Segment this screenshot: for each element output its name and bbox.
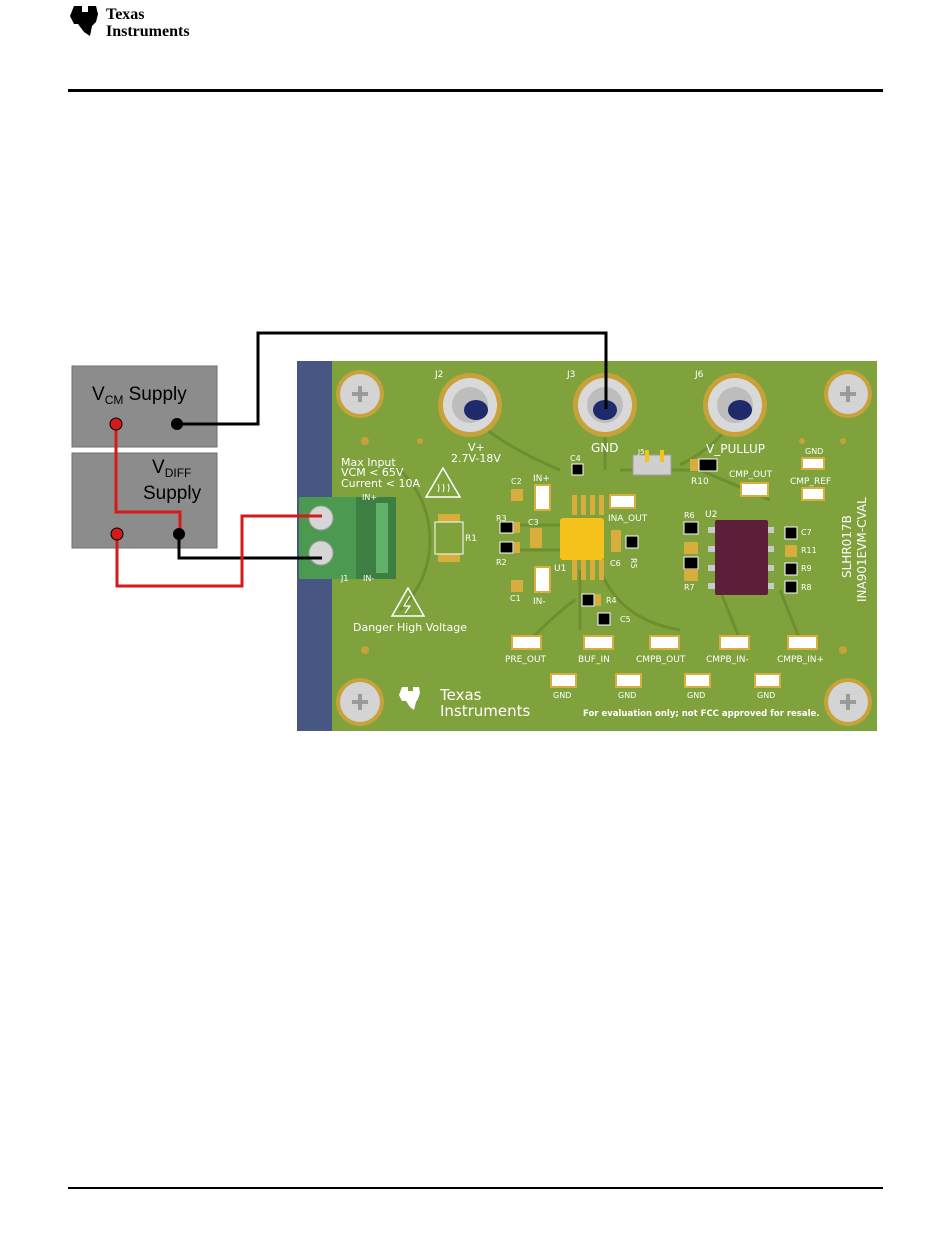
label-j1: J1 [340, 574, 348, 583]
board-logo-line2: Instruments [440, 702, 531, 720]
label-j5: J5 [637, 448, 645, 456]
label-j6: J6 [694, 370, 704, 380]
label-c2: C2 [511, 477, 522, 486]
vdiff-negative-terminal [173, 528, 185, 540]
mount-hole-bl [336, 678, 384, 726]
logo-line1: Texas [106, 6, 145, 23]
tp-gnd-2: GND [618, 691, 636, 700]
tp-cmpb-in-plus: CMPB_IN+ [777, 655, 824, 665]
label-u1: U1 [554, 564, 566, 574]
label-j2: J2 [434, 370, 443, 380]
jack-j6 [703, 373, 767, 437]
mount-hole-tl [336, 370, 384, 418]
footer-rule [68, 1187, 883, 1189]
label-u2: U2 [705, 510, 717, 520]
tp-cmpb-in-minus: CMPB_IN- [706, 655, 749, 665]
tp-gnd-3: GND [687, 691, 705, 700]
wire-vdiff-black [177, 534, 322, 560]
tp-cmpb-out: CMPB_OUT [636, 655, 686, 665]
tp-in-minus: IN- [533, 597, 546, 607]
board-id-line2: INA901EVM-CVAL [855, 497, 869, 602]
tp-gnd-4: GND [757, 691, 775, 700]
label-vrange: 2.7V-18V [451, 452, 501, 465]
tp-cmp-out: CMP_OUT [729, 470, 773, 480]
pcb-board: J2 J3 J6 V+ 2.7V-18V GND V_PULLUP Max In… [297, 361, 877, 731]
component-labels: C4 C2 IN+ R3 C3 R2 C1 IN- R4 C5 C6 R5 R6… [496, 454, 817, 624]
shunt-r1: R1 [434, 514, 477, 562]
label-r10: R10 [691, 477, 709, 487]
tp-in-plus: IN+ [533, 474, 550, 484]
mount-hole-br [824, 678, 872, 726]
tp-buf-in: BUF_IN [578, 655, 610, 665]
tp-ina-out: INA_OUT [608, 514, 648, 524]
svg-text:VDIFF: VDIFF [152, 457, 191, 480]
warn-danger: Danger High Voltage [353, 621, 467, 634]
label-r4: R4 [606, 596, 617, 605]
label-c5: C5 [620, 615, 631, 624]
vcm-v: V [92, 384, 105, 405]
ic-u2: U2 [705, 510, 774, 595]
label-c4: C4 [570, 454, 581, 463]
texas-instruments-logo: Texas Instruments [70, 6, 190, 40]
wire-vcm-to-vdiff-red [114, 424, 182, 530]
vcm-rest: Supply [123, 384, 187, 405]
warn-vcm: VCM < 65V [341, 466, 404, 479]
label-gnd-jack: GND [591, 441, 619, 455]
term-in-minus: IN- [363, 574, 374, 583]
hot-surface-icon [424, 466, 462, 498]
vias [361, 437, 847, 654]
label-r9: R9 [801, 564, 812, 573]
jack-j2 [438, 373, 502, 437]
mount-hole-tr [824, 370, 872, 418]
vdiff-v: V [152, 457, 165, 478]
wire-vdiff-red [115, 514, 322, 588]
board-ti-logo: Texas Instruments [399, 686, 531, 720]
label-c7: C7 [801, 528, 812, 537]
board-id-line1: SLHR017B [840, 515, 854, 578]
terminal-block-j1: IN+ IN- J1 [299, 493, 396, 583]
wire-gnd-black [177, 331, 608, 426]
label-j3: J3 [566, 370, 575, 380]
vcm-sub: CM [105, 393, 124, 407]
vdiff-sub: DIFF [165, 466, 192, 480]
term-in-plus: IN+ [362, 493, 377, 502]
vdiff-rest: Supply [143, 483, 202, 504]
label-vpullup: V_PULLUP [706, 442, 765, 456]
tp-pre-out: PRE_OUT [505, 655, 547, 665]
fcc-note: For evaluation only; not FCC approved fo… [583, 709, 820, 719]
label-r2: R2 [496, 558, 507, 567]
warn-current: Current < 10A [341, 477, 421, 490]
label-r3: R3 [496, 514, 507, 523]
vcm-negative-terminal [171, 418, 183, 430]
board-logo-line1: Texas [439, 686, 482, 704]
vcm-positive-terminal [109, 417, 123, 431]
tp-cmp-ref: CMP_REF [790, 477, 831, 487]
label-c6: C6 [610, 559, 621, 568]
ic-u1: U1 [554, 495, 604, 580]
label-r11: R11 [801, 546, 817, 555]
header-rule [68, 89, 883, 92]
label-vplus: V+ [468, 441, 485, 454]
small-components [499, 458, 798, 626]
wires [109, 331, 608, 588]
label-r1: R1 [465, 534, 477, 544]
label-r5: R5 [629, 558, 638, 569]
warn-max-input: Max Input [341, 456, 396, 469]
logo-line2: Instruments [106, 23, 190, 40]
svg-text:VCM Supply: VCM Supply [92, 384, 187, 407]
jumper-j5: J5 [632, 448, 672, 476]
label-c1: C1 [510, 594, 521, 603]
label-r8: R8 [801, 583, 812, 592]
label-r6: R6 [684, 511, 695, 520]
vdiff-positive-terminal [110, 527, 124, 541]
vcm-supply: VCM Supply [71, 365, 218, 448]
test-points: INA_OUT CMP_OUT GND CMP_REF PRE_OUT BUF_… [505, 447, 831, 700]
label-r7: R7 [684, 583, 695, 592]
vdiff-supply: VDIFF Supply [71, 452, 218, 549]
tp-gnd-1: GND [553, 691, 571, 700]
label-c3: C3 [528, 518, 539, 527]
tp-gnd-top: GND [805, 447, 823, 456]
high-voltage-icon [390, 586, 426, 617]
